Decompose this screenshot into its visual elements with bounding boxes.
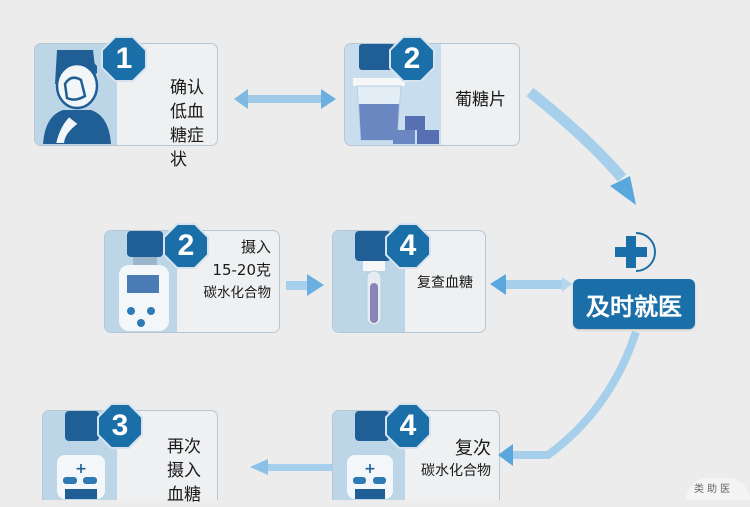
arrow-doctor-to-repeat [498,330,640,466]
step-label: 复查血糖 [417,275,473,291]
step-card-glucose-tablets: 2 葡糖片 [344,36,520,146]
test-tube-icon [333,231,405,332]
arrow-intake-to-recheck [286,274,324,296]
step-number-badge: 4 [387,405,429,447]
step-label: 确认 低血糖症状 [170,78,204,170]
step-card-repeat-carbs: + 4 复次 碳水化合物 [332,403,500,500]
arrow-tablets-to-doctor [526,87,636,205]
step-label: 葡糖片 [455,90,506,110]
step-number-badge: 3 [99,405,141,447]
step-number-badge: 1 [103,38,145,80]
step-label: 摄入 15-20克 碳水化合物 [203,238,272,301]
glucose-meter-icon [105,231,177,332]
svg-text:+: + [75,461,87,477]
step-card-confirm: 1 确认 低血糖症状 [34,36,218,170]
arrow-recheck-to-doctor [490,274,572,295]
watermark: 类助医 [686,478,750,500]
step-number-badge: 2 [165,225,207,267]
step-card-recheck: 4 复查血糖 [332,223,486,333]
arrow-repeat-to-reintake [250,459,332,475]
step-number-badge: 4 [387,225,429,267]
medical-cross-icon [615,232,656,272]
step-card-reintake: + 3 再次 摄入血糖 [42,403,218,505]
seek-medical-care-button[interactable]: 及时就医 [573,279,695,329]
step-card-intake: 2 摄入 15-20克 碳水化合物 [104,223,280,333]
step-label: 复次 碳水化合物 [421,438,491,479]
svg-text:+: + [364,461,376,477]
step-number-badge: 2 [391,38,433,80]
arrow-confirm-to-tablets [234,89,336,109]
